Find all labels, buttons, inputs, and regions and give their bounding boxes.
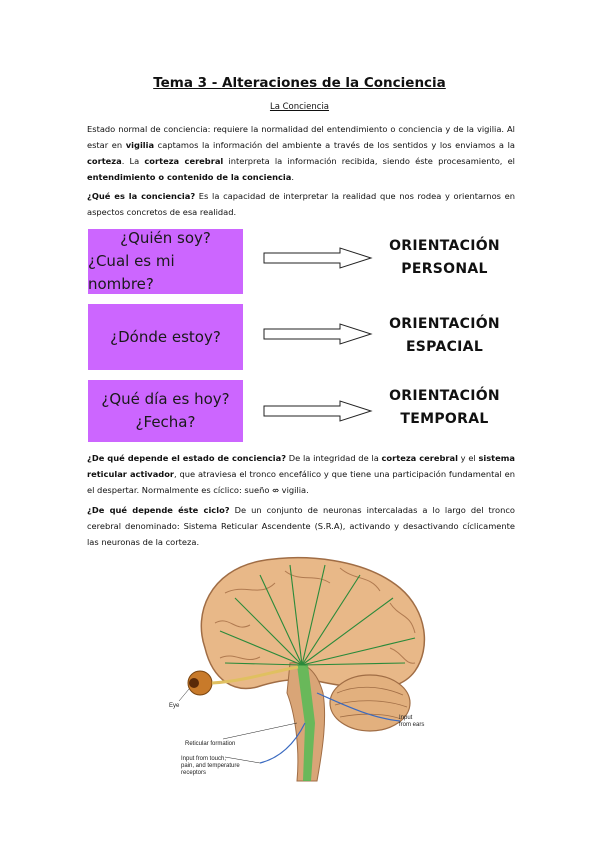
reticular-formation xyxy=(297,665,315,781)
orientation-label-espacial: ORIENTACIÓN ESPACIAL xyxy=(372,313,517,359)
question-line: ¿Quién soy? xyxy=(120,229,211,247)
question-box-personal: ¿Quién soy? ¿Cual es mi nombre? xyxy=(88,229,243,294)
section-subtitle: La Conciencia xyxy=(269,102,330,112)
orientation-title: ORIENTACIÓN xyxy=(389,316,500,332)
orientation-label-personal: ORIENTACIÓN PERSONAL xyxy=(372,235,517,281)
arrow-right-icon xyxy=(263,247,373,269)
arrow-right-icon xyxy=(263,323,373,345)
label-reticular-formation: Reticular formation xyxy=(185,741,235,747)
projection-lines xyxy=(219,564,416,666)
orientation-type: ESPACIAL xyxy=(405,339,484,355)
page-title: Tema 3 - Alteraciones de la Conciencia xyxy=(153,75,446,91)
label-input-ears-2: from ears xyxy=(399,722,424,728)
question-box-temporal: ¿Qué día es hoy? ¿Fecha? xyxy=(88,380,243,442)
question-line: ¿Cual es mi nombre? xyxy=(88,252,175,293)
label-input-ears-1: Input xyxy=(399,715,413,721)
orientation-title: ORIENTACIÓN xyxy=(389,388,500,404)
label-eye: Eye xyxy=(169,703,180,709)
label-input-touch-2: pain, and temperature xyxy=(181,763,240,769)
paragraph-estado-normal: Estado normal de conciencia: requiere la… xyxy=(87,124,515,182)
paragraph-ciclo: ¿De qué depende éste ciclo? De un conjun… xyxy=(87,505,516,547)
brain-reticular-figure: Eye Reticular formation Input from ears … xyxy=(169,557,426,782)
orientation-label-temporal: ORIENTACIÓN TEMPORAL xyxy=(372,385,517,431)
question-line: ¿Qué día es hoy? xyxy=(101,390,230,408)
question-line: ¿Dónde estoy? xyxy=(110,327,221,346)
cerebrum xyxy=(200,557,426,691)
question-line: ¿Fecha? xyxy=(135,413,196,431)
arrow-right-icon xyxy=(263,400,373,422)
orientation-title: ORIENTACIÓN xyxy=(389,238,500,254)
paragraph-que-es-conciencia: ¿Qué es la conciencia? Es la capacidad d… xyxy=(87,191,515,217)
question-box-espacial: ¿Dónde estoy? xyxy=(88,304,243,370)
label-input-touch-3: receptors xyxy=(181,770,206,776)
orientation-type: PERSONAL xyxy=(401,261,488,277)
paragraph-de-que-depende: ¿De qué depende el estado de conciencia?… xyxy=(87,453,516,495)
label-input-touch-1: Input from touch, xyxy=(181,756,226,762)
orientation-type: TEMPORAL xyxy=(400,411,489,427)
